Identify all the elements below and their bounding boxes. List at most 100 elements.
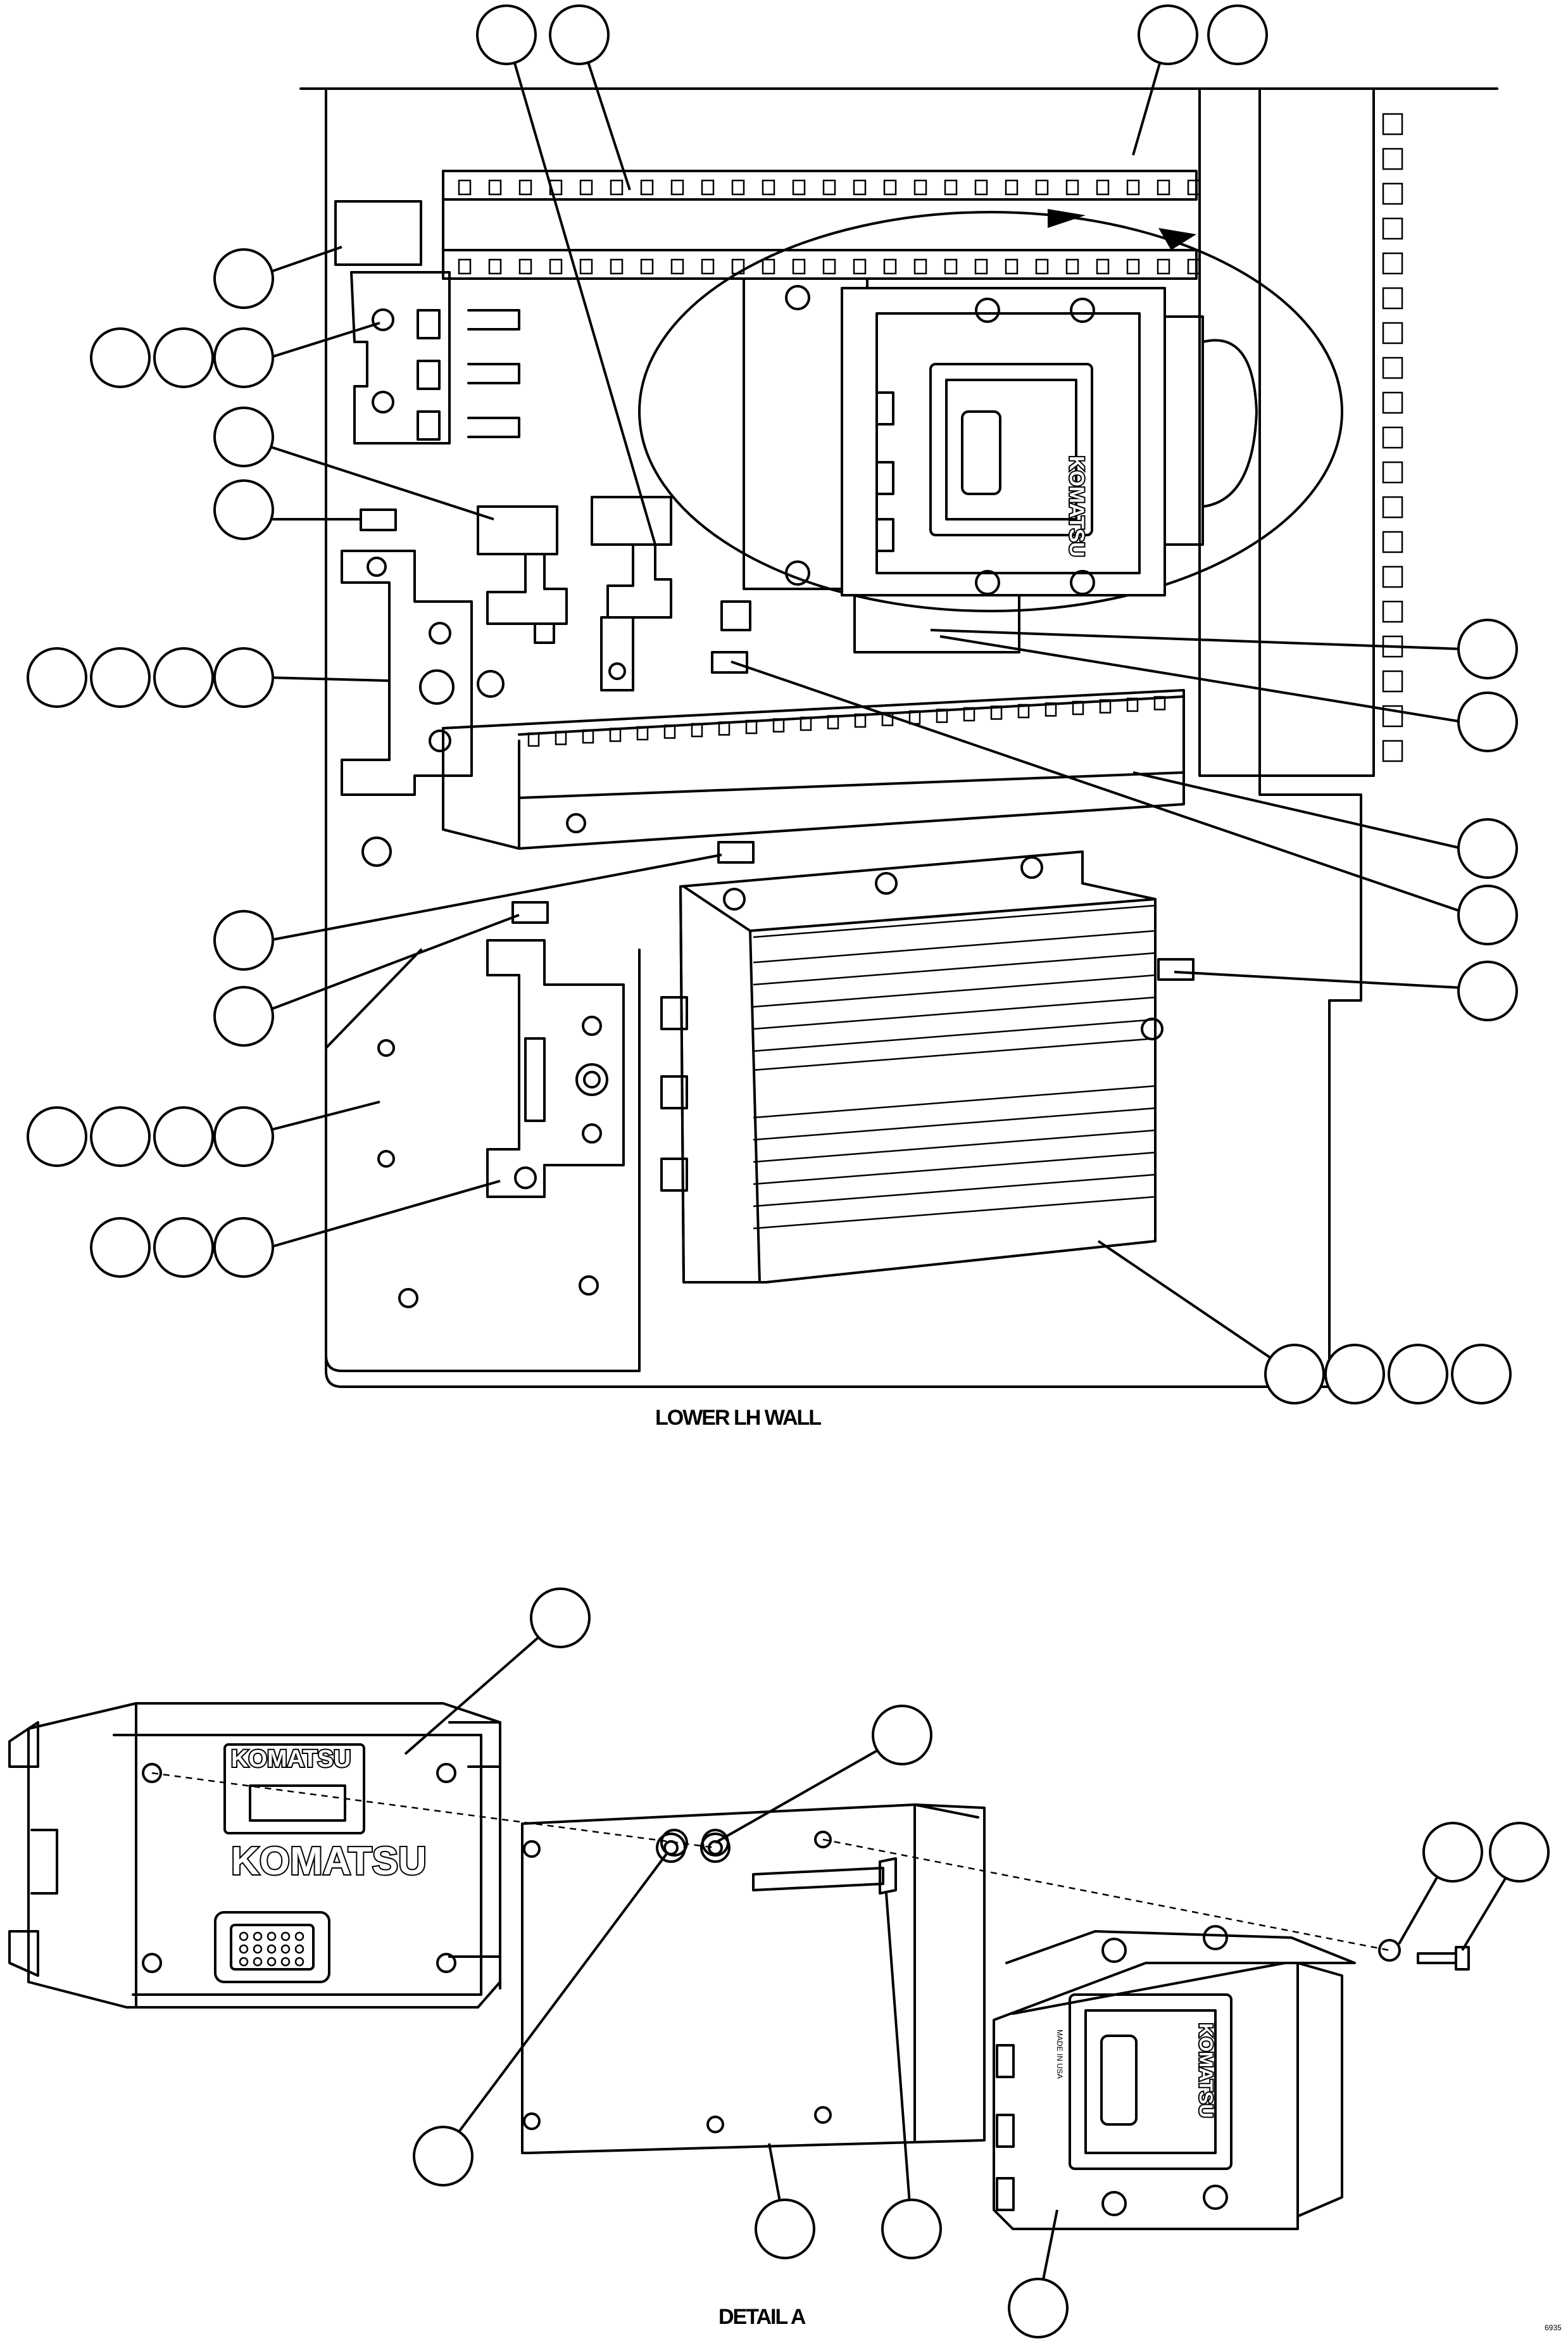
ref-bubble bbox=[530, 1587, 591, 1648]
heatsink-fin bbox=[753, 1018, 1156, 1052]
ref-bubble bbox=[213, 327, 274, 388]
left-bracket bbox=[341, 550, 505, 796]
duct-slot bbox=[762, 258, 775, 275]
ref-bubble bbox=[1457, 619, 1518, 679]
connector-pin bbox=[280, 1931, 291, 1941]
duct-slot bbox=[1382, 531, 1403, 553]
ref-bubble bbox=[213, 647, 274, 708]
duct-slot bbox=[800, 716, 812, 731]
ref-bubble bbox=[476, 4, 537, 65]
duct-slot bbox=[609, 728, 622, 742]
duct-slot bbox=[1096, 179, 1110, 196]
duct-slot bbox=[1382, 322, 1403, 344]
lower-mounting-plate bbox=[325, 813, 641, 1372]
ref-bubble bbox=[213, 479, 274, 540]
made-in-label: MADE IN USA bbox=[1055, 2029, 1064, 2079]
upper-wire-duct bbox=[442, 170, 1201, 280]
duct-slot bbox=[458, 258, 472, 275]
heatsink-fin bbox=[753, 1085, 1156, 1119]
small-washer bbox=[1378, 1939, 1401, 1962]
duct-slot bbox=[610, 179, 624, 196]
connector-pin bbox=[239, 1957, 249, 1967]
heatsink-module bbox=[660, 850, 1163, 1284]
duct-slot bbox=[518, 258, 532, 275]
duct-slot bbox=[527, 732, 540, 747]
duct-slot bbox=[772, 718, 785, 733]
upper-leader-lines bbox=[268, 34, 1463, 1375]
connector-pin bbox=[267, 1931, 277, 1941]
controller-module-installed: KOMATSU bbox=[743, 277, 1258, 596]
duct-slot bbox=[1065, 179, 1079, 196]
duct-slot bbox=[990, 705, 1003, 720]
ref-bubble bbox=[90, 1217, 151, 1278]
duct-slot bbox=[792, 179, 806, 196]
duct-slot bbox=[1187, 258, 1201, 275]
ref-bubble bbox=[1451, 1344, 1512, 1404]
small-controller-module: KOMATSU MADE IN USA bbox=[993, 1925, 1356, 2230]
detail-a-callout bbox=[638, 211, 1343, 612]
ref-bubble bbox=[1324, 1344, 1385, 1404]
duct-slot bbox=[822, 258, 836, 275]
duct-slot bbox=[974, 179, 988, 196]
relay-bracket bbox=[350, 271, 520, 445]
duct-slot bbox=[854, 713, 867, 728]
tag-c bbox=[591, 496, 672, 546]
tag-g bbox=[1157, 958, 1195, 981]
duct-slot bbox=[1382, 357, 1403, 379]
duct-slot bbox=[974, 258, 988, 275]
long-bolt bbox=[752, 1857, 897, 1895]
short-bolt bbox=[1417, 1946, 1470, 1971]
duct-slot bbox=[731, 179, 745, 196]
heatsink-fin bbox=[753, 952, 1156, 986]
ref-bubble bbox=[213, 407, 274, 467]
duct-slot bbox=[1126, 697, 1139, 712]
washer-left-hole bbox=[663, 1840, 679, 1855]
ref-bubble bbox=[213, 910, 274, 971]
ref-bubble bbox=[1489, 1822, 1550, 1883]
heatsink-fin bbox=[753, 1151, 1156, 1185]
ref-bubble bbox=[90, 1106, 151, 1167]
ref-bubble bbox=[549, 4, 610, 65]
duct-slot bbox=[610, 258, 624, 275]
switch-left bbox=[486, 553, 568, 644]
duct-slot bbox=[1382, 670, 1403, 693]
duct-slot bbox=[963, 707, 975, 722]
heatsink-fin bbox=[753, 904, 1156, 938]
upper-reference-bubbles bbox=[27, 4, 1518, 1404]
duct-slot bbox=[1035, 179, 1049, 196]
heatsink-fin bbox=[753, 974, 1156, 1008]
duct-slot bbox=[762, 179, 775, 196]
ref-bubble bbox=[213, 1106, 274, 1167]
connector-pin bbox=[253, 1931, 263, 1941]
duct-slot bbox=[1072, 700, 1084, 716]
duct-slot bbox=[913, 258, 927, 275]
ref-bubble bbox=[1457, 885, 1518, 945]
duct-slot bbox=[1382, 148, 1403, 170]
rotary-switch-bracket bbox=[486, 939, 625, 1198]
duct-slot bbox=[1382, 182, 1403, 205]
heatsink-fin bbox=[753, 1107, 1156, 1141]
heatsink-fin bbox=[753, 1196, 1156, 1230]
middle-wire-duct bbox=[442, 689, 1185, 850]
heatsink-fin bbox=[753, 1037, 1156, 1071]
mounting-panel bbox=[325, 87, 1362, 1388]
duct-slot bbox=[1126, 179, 1140, 196]
connector-pin bbox=[294, 1957, 304, 1967]
ref-bubble bbox=[153, 1106, 214, 1167]
ref-bubble bbox=[1388, 1344, 1448, 1404]
upper-view-caption: LOWER LH WALL bbox=[655, 1406, 821, 1430]
heatsink-fin bbox=[753, 1173, 1156, 1208]
duct-slot bbox=[883, 258, 897, 275]
switch-center bbox=[600, 543, 672, 691]
duct-slot bbox=[1382, 252, 1403, 275]
tag-b bbox=[477, 505, 558, 555]
detail-reference-bubbles bbox=[413, 1587, 1550, 2338]
duct-slot bbox=[1017, 704, 1030, 719]
connector-pin bbox=[267, 1957, 277, 1967]
connector-pin bbox=[253, 1957, 263, 1967]
alignment-line-2 bbox=[822, 1838, 1390, 1952]
ref-bubble bbox=[1008, 2278, 1069, 2338]
duct-slot bbox=[1382, 113, 1403, 136]
detail-leader-lines bbox=[404, 1620, 1521, 2306]
duct-slot bbox=[936, 709, 948, 723]
